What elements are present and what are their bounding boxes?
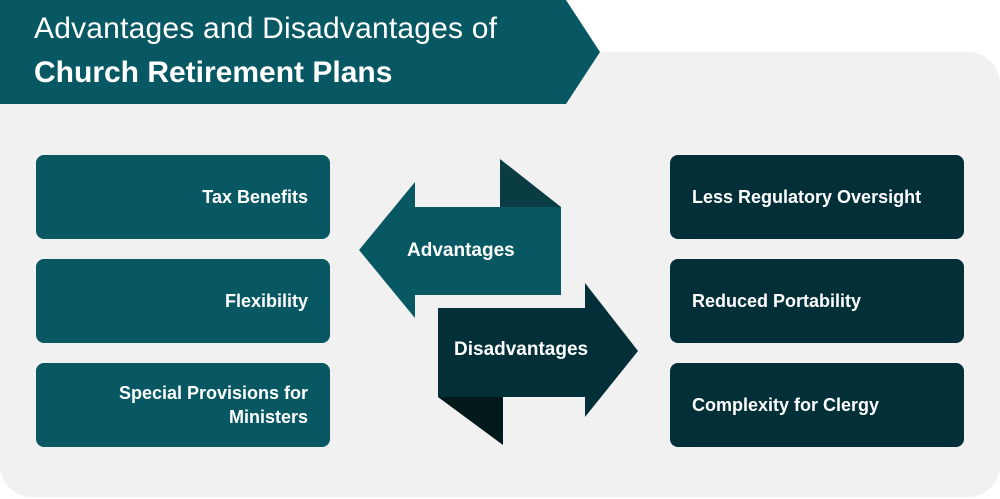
advantages-label: Advantages	[407, 240, 515, 261]
title-line-1: Advantages and Disadvantages of	[34, 12, 498, 45]
title-line-2: Church Retirement Plans	[34, 56, 393, 89]
disadvantage-item-complexity-for-clergy: Complexity for Clergy	[670, 363, 964, 447]
center-arrows: Advantages Disadvantages	[355, 155, 645, 450]
disadvantages-arrow	[438, 283, 638, 417]
advantage-item-label: Flexibility	[224, 291, 308, 311]
disadvantage-item-reduced-portability: Reduced Portability	[670, 259, 964, 343]
advantages-arrow	[359, 182, 561, 318]
disadvantage-item-less-regulatory-oversight: Less Regulatory Oversight	[670, 155, 964, 239]
advantage-item-tax-benefits: Tax Benefits	[36, 155, 330, 239]
disadvantage-item-label: Complexity for Clergy	[692, 395, 880, 415]
advantage-item-label: Tax Benefits	[202, 187, 308, 207]
advantage-item-special-provisions: Special Provisions for Ministers	[36, 363, 330, 447]
arrows-graphic	[359, 159, 638, 445]
title-banner: Advantages and Disadvantages of Church R…	[0, 0, 600, 104]
disadvantage-item-label: Less Regulatory Oversight	[692, 187, 922, 207]
disadvantages-arrow-fold	[438, 397, 503, 445]
banner-shape	[0, 0, 600, 104]
advantage-item-label: Special Provisions for Ministers	[118, 383, 308, 427]
advantages-arrow-fold	[500, 159, 561, 207]
disadvantages-label: Disadvantages	[454, 339, 589, 360]
disadvantage-item-label: Reduced Portability	[692, 291, 862, 311]
advantage-item-flexibility: Flexibility	[36, 259, 330, 343]
